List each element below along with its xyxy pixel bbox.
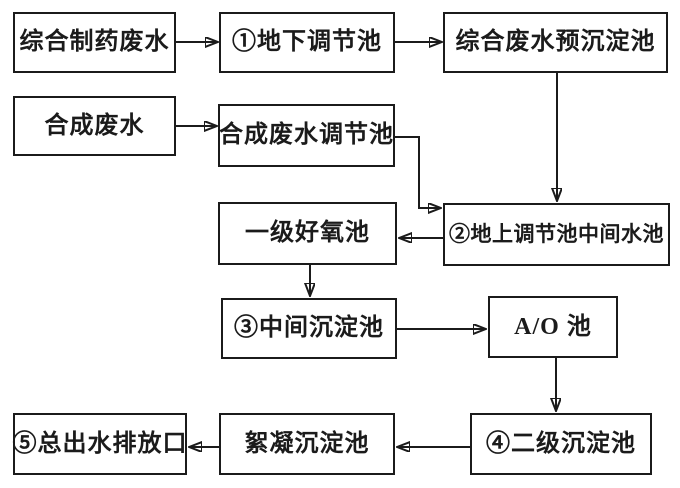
node-synthetic-wastewater: 合成废水	[13, 96, 176, 156]
node-secondary-sedimentation-tank: ④二级沉淀池	[470, 413, 652, 475]
arrow-synthetic-tank-to-aboveground-tank	[395, 136, 441, 208]
node-underground-regulating-tank: ①地下调节池	[219, 12, 395, 73]
node-intermediate-sedimentation-tank: ③中间沉淀池	[221, 298, 397, 359]
node-final-outlet: ⑤总出水排放口	[13, 413, 187, 475]
node-primary-aerobic-tank: 一级好氧池	[218, 202, 397, 265]
node-pharma-wastewater: 综合制药废水	[13, 12, 176, 73]
node-flocculation-sedimentation-tank: 絮凝沉淀池	[219, 413, 395, 475]
node-synthetic-regulating-tank: 合成废水调节池	[218, 104, 395, 167]
node-aboveground-regulating-intermediate-tank: ②地上调节池中间水池	[443, 203, 670, 266]
node-ao-tank: A/O 池	[488, 296, 618, 358]
node-combined-presedimentation-tank: 综合废水预沉淀池	[443, 12, 668, 73]
